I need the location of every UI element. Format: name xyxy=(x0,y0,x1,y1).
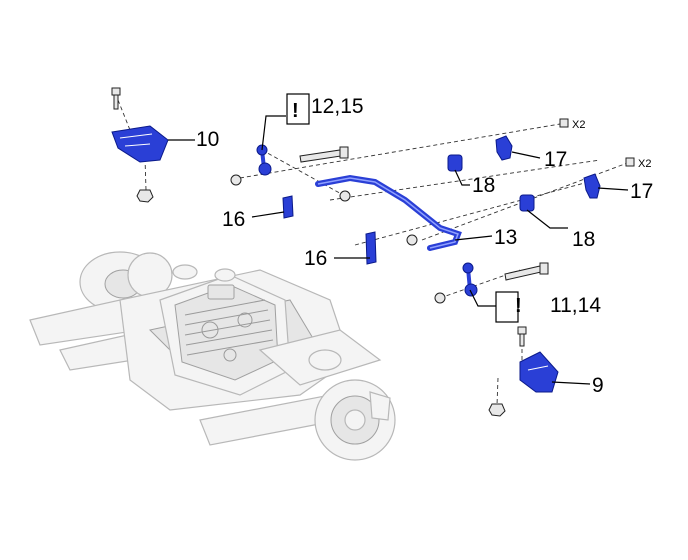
stabilizer-link-part-12-15 xyxy=(256,144,272,176)
bolt-icon xyxy=(559,118,569,128)
bracket-part-9 xyxy=(519,351,559,393)
bracket-part-10 xyxy=(111,125,169,163)
bushing-part-18-upper xyxy=(447,154,463,172)
quantity-label: X2 xyxy=(638,158,651,170)
caution-box-11-14: ! xyxy=(495,291,522,323)
callout-16: 16 xyxy=(222,208,245,231)
nut-icon xyxy=(488,403,506,417)
bolt-icon xyxy=(504,262,549,281)
bushing-part-18-lower xyxy=(519,194,535,212)
callout-12-15: 12,15 xyxy=(311,95,364,118)
bolt-icon xyxy=(625,157,635,167)
caution-mark: ! xyxy=(515,295,522,317)
callout-16: 16 xyxy=(304,247,327,270)
caution-mark: ! xyxy=(292,100,299,122)
bracket-part-16-upper xyxy=(282,195,294,219)
callout-10: 10 xyxy=(196,128,219,151)
leader-lines xyxy=(168,115,629,385)
nut-icon xyxy=(230,174,351,202)
callout-18: 18 xyxy=(472,174,495,197)
quantity-label: X2 xyxy=(572,119,585,131)
callout-9: 9 xyxy=(592,374,604,397)
nut-icon xyxy=(406,234,446,304)
stabilizer-bar-part-13 xyxy=(315,174,462,251)
nut-icon xyxy=(136,189,154,203)
bolt-icon xyxy=(299,146,349,163)
caution-box-12-15: ! xyxy=(286,93,310,125)
clamp-part-17-lower xyxy=(583,173,601,199)
callout-17: 17 xyxy=(544,148,567,171)
bolt-icon xyxy=(517,326,527,347)
callout-18: 18 xyxy=(572,228,595,251)
rear-axle-assembly-illustration xyxy=(29,251,396,461)
callout-13: 13 xyxy=(494,226,517,249)
bracket-part-16-lower xyxy=(365,231,377,265)
stabilizer-link-part-11-14 xyxy=(462,262,478,297)
callout-17: 17 xyxy=(630,180,653,203)
clamp-part-17-upper xyxy=(495,135,513,161)
callout-11-14: 11,14 xyxy=(550,294,601,317)
bolt-icon xyxy=(111,87,121,110)
